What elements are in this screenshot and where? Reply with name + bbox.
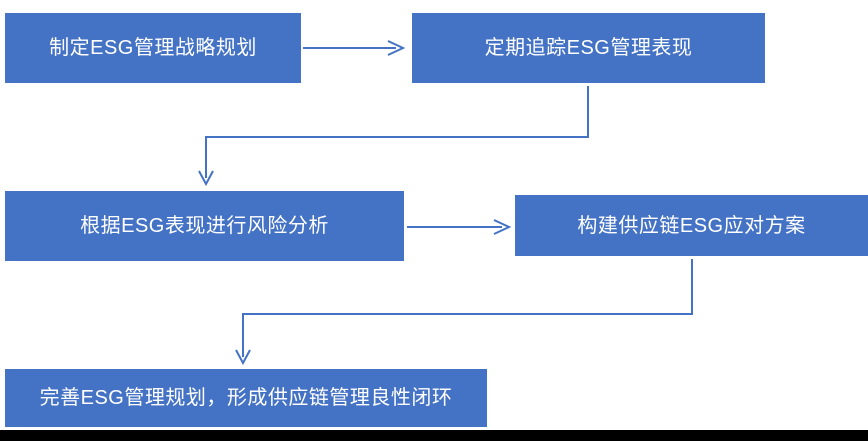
connector-line	[205, 86, 589, 178]
connector-line	[242, 259, 693, 357]
bottom-black-bar	[0, 430, 868, 441]
node-label: 定期追踪ESG管理表现	[484, 37, 693, 59]
arrowhead-right-icon	[387, 40, 406, 56]
arrowhead-down-icon	[198, 170, 214, 187]
arrowhead-right-icon	[493, 219, 512, 235]
connector-response-to-closedloop	[235, 259, 693, 366]
connector-strategy-to-tracking	[303, 40, 406, 56]
node-label: 构建供应链ESG应对方案	[577, 214, 806, 237]
connector-risk-to-response	[407, 219, 512, 235]
node-label: 根据ESG表现进行风险分析	[80, 215, 329, 237]
node-esg-strategy-planning: 制定ESG管理战略规划	[3, 11, 303, 85]
connector-tracking-to-risk	[198, 86, 589, 187]
node-esg-performance-tracking: 定期追踪ESG管理表现	[410, 11, 767, 85]
arrowhead-down-icon	[235, 349, 251, 366]
node-esg-risk-analysis: 根据ESG表现进行风险分析	[3, 189, 406, 263]
node-supply-chain-esg-response: 构建供应链ESG应对方案	[513, 193, 868, 258]
node-label: 制定ESG管理战略规划	[49, 37, 257, 59]
node-esg-closed-loop: 完善ESG管理规划，形成供应链管理良性闭环	[3, 367, 489, 429]
node-label: 完善ESG管理规划，形成供应链管理良性闭环	[39, 387, 453, 409]
